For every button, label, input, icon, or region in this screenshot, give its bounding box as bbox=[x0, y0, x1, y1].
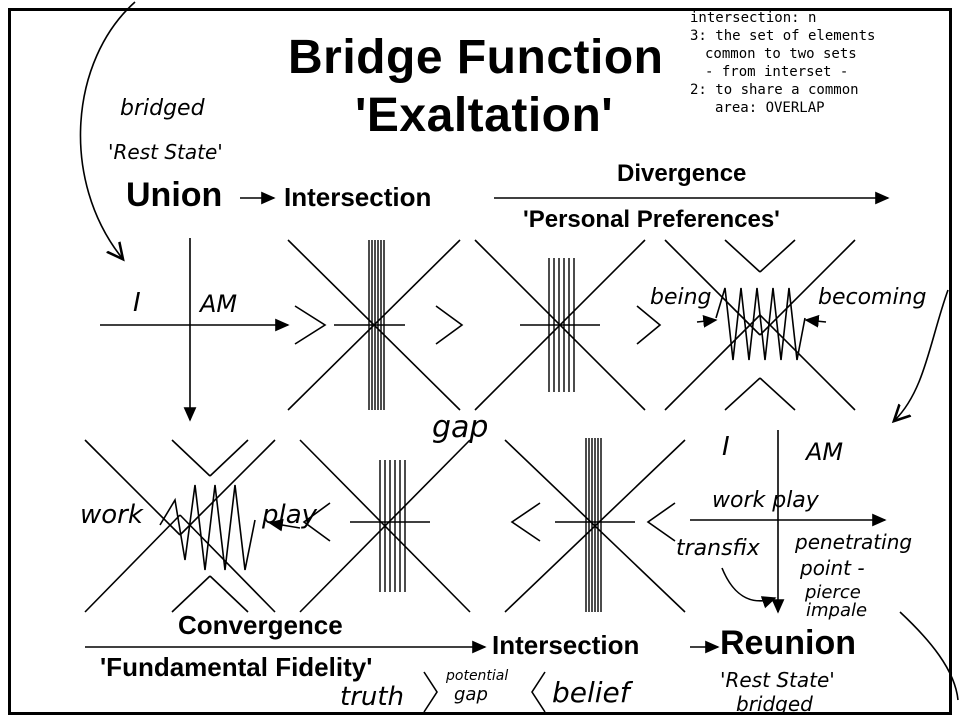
convergence-label: Convergence bbox=[178, 610, 343, 640]
workplay-label: work play bbox=[712, 488, 819, 513]
point-label: point - bbox=[800, 556, 865, 580]
overlap-lines-bottom-1 bbox=[379, 460, 406, 592]
chevron-1 bbox=[294, 305, 327, 345]
page-subtitle: 'Exaltation' bbox=[355, 89, 614, 142]
fundamental-fidelity-label: 'Fundamental Fidelity' bbox=[100, 652, 373, 682]
overlap-lines-top-1 bbox=[368, 240, 385, 410]
chevron-6 bbox=[302, 502, 331, 542]
rest-state-note-2: 'Rest State' bbox=[720, 668, 835, 692]
divergence-x bbox=[664, 239, 856, 411]
definition-line-1: intersection: n bbox=[690, 10, 817, 26]
chevron-3 bbox=[636, 305, 662, 345]
personal-preferences-label: 'Personal Preferences' bbox=[523, 206, 780, 233]
chevron-5 bbox=[646, 502, 676, 542]
penetrating-label: penetrating bbox=[795, 530, 913, 554]
definition-line-3: common to two sets bbox=[705, 46, 857, 62]
gap-label-top: gap bbox=[432, 410, 489, 445]
bridged-note-2: bridged bbox=[736, 692, 813, 716]
overlap-lines-top-2 bbox=[548, 258, 575, 392]
work-play-zigzag bbox=[159, 484, 256, 571]
gap-label-bottom: gap bbox=[454, 684, 488, 705]
intersection-x-top-1 bbox=[287, 239, 461, 411]
becoming-label: becoming bbox=[818, 285, 927, 310]
i-label-2: I bbox=[722, 432, 730, 462]
belief-brace bbox=[531, 671, 546, 713]
play-arrow bbox=[268, 518, 301, 532]
reunion-label: Reunion bbox=[720, 624, 856, 662]
transfix-curve bbox=[721, 567, 777, 609]
becoming-arrow bbox=[804, 314, 827, 328]
chevron-2 bbox=[435, 305, 464, 345]
work-label: work bbox=[80, 500, 143, 530]
being-label: being bbox=[650, 285, 712, 310]
definition-line-2: 3: the set of elements bbox=[690, 28, 876, 44]
divergence-label: Divergence bbox=[617, 160, 747, 187]
divergence-zigzag bbox=[715, 287, 806, 361]
being-arrow bbox=[696, 314, 718, 328]
impale-curve bbox=[899, 611, 959, 701]
page-title: Bridge Function bbox=[288, 31, 664, 84]
potential-label: potential bbox=[446, 668, 509, 684]
bridged-note: bridged bbox=[120, 96, 205, 121]
impale-label: impale bbox=[806, 600, 868, 621]
page-border bbox=[8, 8, 952, 715]
right-curve bbox=[895, 289, 949, 420]
intersection-label-top: Intersection bbox=[284, 182, 432, 212]
transfix-label: transfix bbox=[676, 536, 760, 561]
overlap-lines-bottom-2 bbox=[585, 438, 602, 612]
truth-label: truth bbox=[340, 682, 405, 712]
chevron-4 bbox=[510, 502, 541, 542]
definition-line-4: - from interset - bbox=[705, 64, 849, 80]
am-label-2: AM bbox=[806, 438, 844, 466]
rest-state-note: 'Rest State' bbox=[108, 140, 223, 164]
union-label: Union bbox=[126, 176, 223, 214]
definition-line-5: 2: to share a common bbox=[690, 82, 859, 98]
am-label: AM bbox=[200, 290, 238, 318]
play-label: play bbox=[262, 500, 318, 530]
i-label: I bbox=[133, 288, 141, 318]
intersection-label-bottom: Intersection bbox=[492, 630, 640, 660]
intersection-x-top-2 bbox=[474, 239, 646, 411]
rest-state-curve bbox=[79, 1, 136, 258]
pierce-label: pierce bbox=[805, 582, 861, 603]
truth-brace bbox=[423, 671, 438, 713]
definition-line-6: area: OVERLAP bbox=[715, 100, 825, 116]
belief-label: belief bbox=[552, 676, 630, 709]
